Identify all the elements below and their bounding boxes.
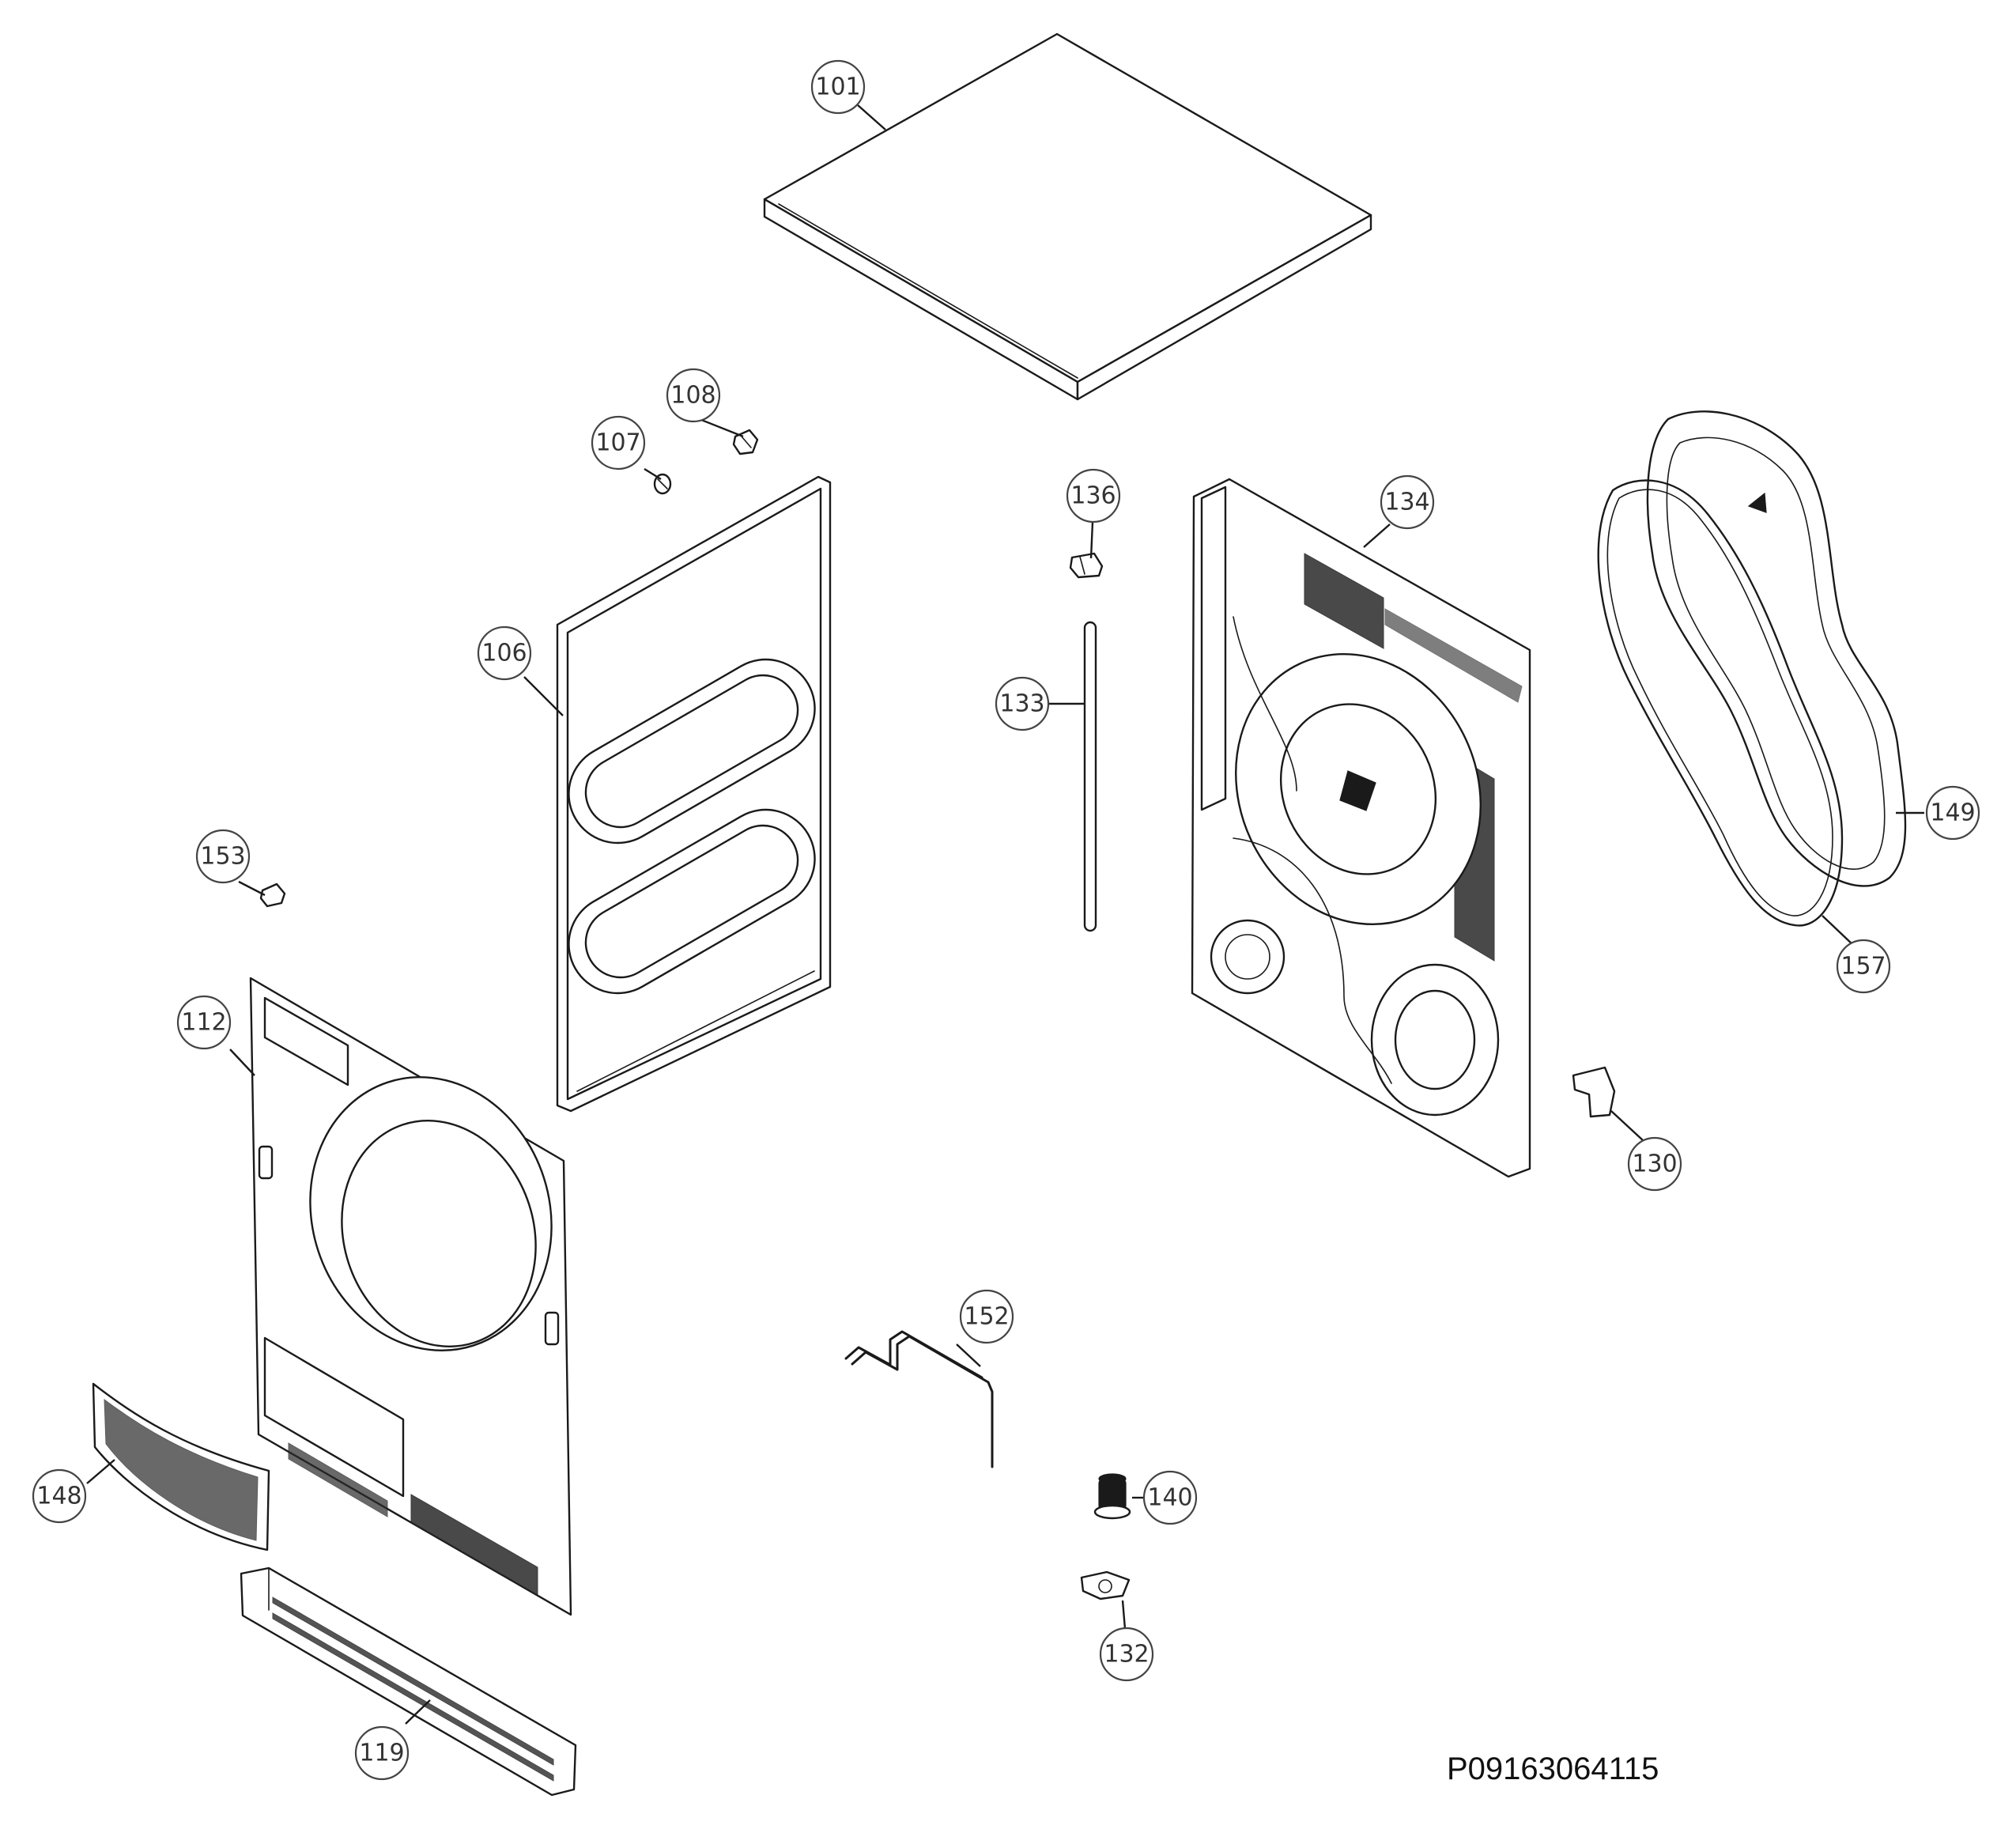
svg-text:149: 149 xyxy=(1930,799,1975,827)
svg-text:134: 134 xyxy=(1384,489,1429,516)
part-101-top-cover xyxy=(763,32,1372,401)
svg-text:119: 119 xyxy=(359,1740,404,1767)
part-149-gasket-frame xyxy=(1646,410,1907,887)
part-152-wire-bracket xyxy=(844,1330,994,1468)
callout-130: 130 xyxy=(1627,1136,1682,1192)
callout-157: 157 xyxy=(1836,939,1891,994)
callout-132: 132 xyxy=(1099,1627,1154,1682)
leader-101 xyxy=(857,104,886,130)
svg-text:152: 152 xyxy=(964,1303,1009,1331)
leader-112 xyxy=(229,1049,255,1076)
leader-157 xyxy=(1822,915,1855,947)
drawing-code: P09163064115 xyxy=(1447,1752,1659,1786)
svg-text:133: 133 xyxy=(999,690,1044,718)
callouts: 101 108 107 136 134 106 133 153 xyxy=(32,59,1980,1781)
part-107-screw xyxy=(653,473,672,495)
callout-119: 119 xyxy=(354,1725,410,1781)
part-112-front-panel xyxy=(249,977,572,1616)
part-106-side-panel xyxy=(556,475,832,1113)
leader-lines xyxy=(86,104,1924,1725)
callout-152: 152 xyxy=(959,1289,1014,1344)
svg-text:106: 106 xyxy=(481,640,527,667)
part-153-clip xyxy=(259,882,286,908)
callout-107: 107 xyxy=(591,415,646,470)
leader-119 xyxy=(405,1699,431,1725)
leader-152 xyxy=(956,1343,981,1367)
part-136-bracket xyxy=(1069,552,1104,579)
leader-132 xyxy=(1121,1600,1127,1630)
leader-136 xyxy=(1089,521,1094,559)
part-133-rod xyxy=(1083,621,1097,932)
svg-text:107: 107 xyxy=(595,429,640,457)
callout-134: 134 xyxy=(1380,474,1435,530)
svg-text:130: 130 xyxy=(1632,1151,1677,1178)
callout-136: 136 xyxy=(1066,468,1121,523)
svg-text:153: 153 xyxy=(200,843,245,871)
svg-text:136: 136 xyxy=(1070,482,1116,510)
callout-148: 148 xyxy=(32,1468,87,1524)
part-148-filter-grille xyxy=(92,1382,270,1551)
part-132-switch-clip xyxy=(1080,1570,1131,1600)
callout-149: 149 xyxy=(1925,785,1980,841)
callout-101: 101 xyxy=(810,59,866,115)
leader-130 xyxy=(1610,1110,1644,1141)
callout-133: 133 xyxy=(995,676,1050,731)
svg-text:101: 101 xyxy=(815,74,860,101)
callout-153: 153 xyxy=(195,829,251,884)
svg-text:132: 132 xyxy=(1104,1641,1149,1668)
leader-153 xyxy=(238,880,266,897)
svg-text:148: 148 xyxy=(36,1483,81,1510)
svg-text:140: 140 xyxy=(1147,1484,1192,1512)
part-134-rear-panel xyxy=(1191,478,1531,1178)
part-119-kick-plate xyxy=(240,1566,577,1797)
part-157-seal-ring xyxy=(1597,479,1844,927)
callout-112: 112 xyxy=(176,995,232,1050)
part-130-bracket xyxy=(1572,1066,1616,1118)
svg-text:108: 108 xyxy=(670,382,715,410)
callout-140: 140 xyxy=(1142,1470,1198,1525)
part-140-foot xyxy=(1093,1473,1131,1520)
leader-106 xyxy=(523,676,564,716)
svg-text:157: 157 xyxy=(1840,953,1886,981)
leader-134 xyxy=(1363,523,1391,548)
callout-108: 108 xyxy=(666,368,721,423)
leader-148 xyxy=(86,1459,115,1484)
callout-106: 106 xyxy=(477,625,532,681)
svg-text:112: 112 xyxy=(181,1009,226,1037)
leader-107 xyxy=(644,467,662,481)
